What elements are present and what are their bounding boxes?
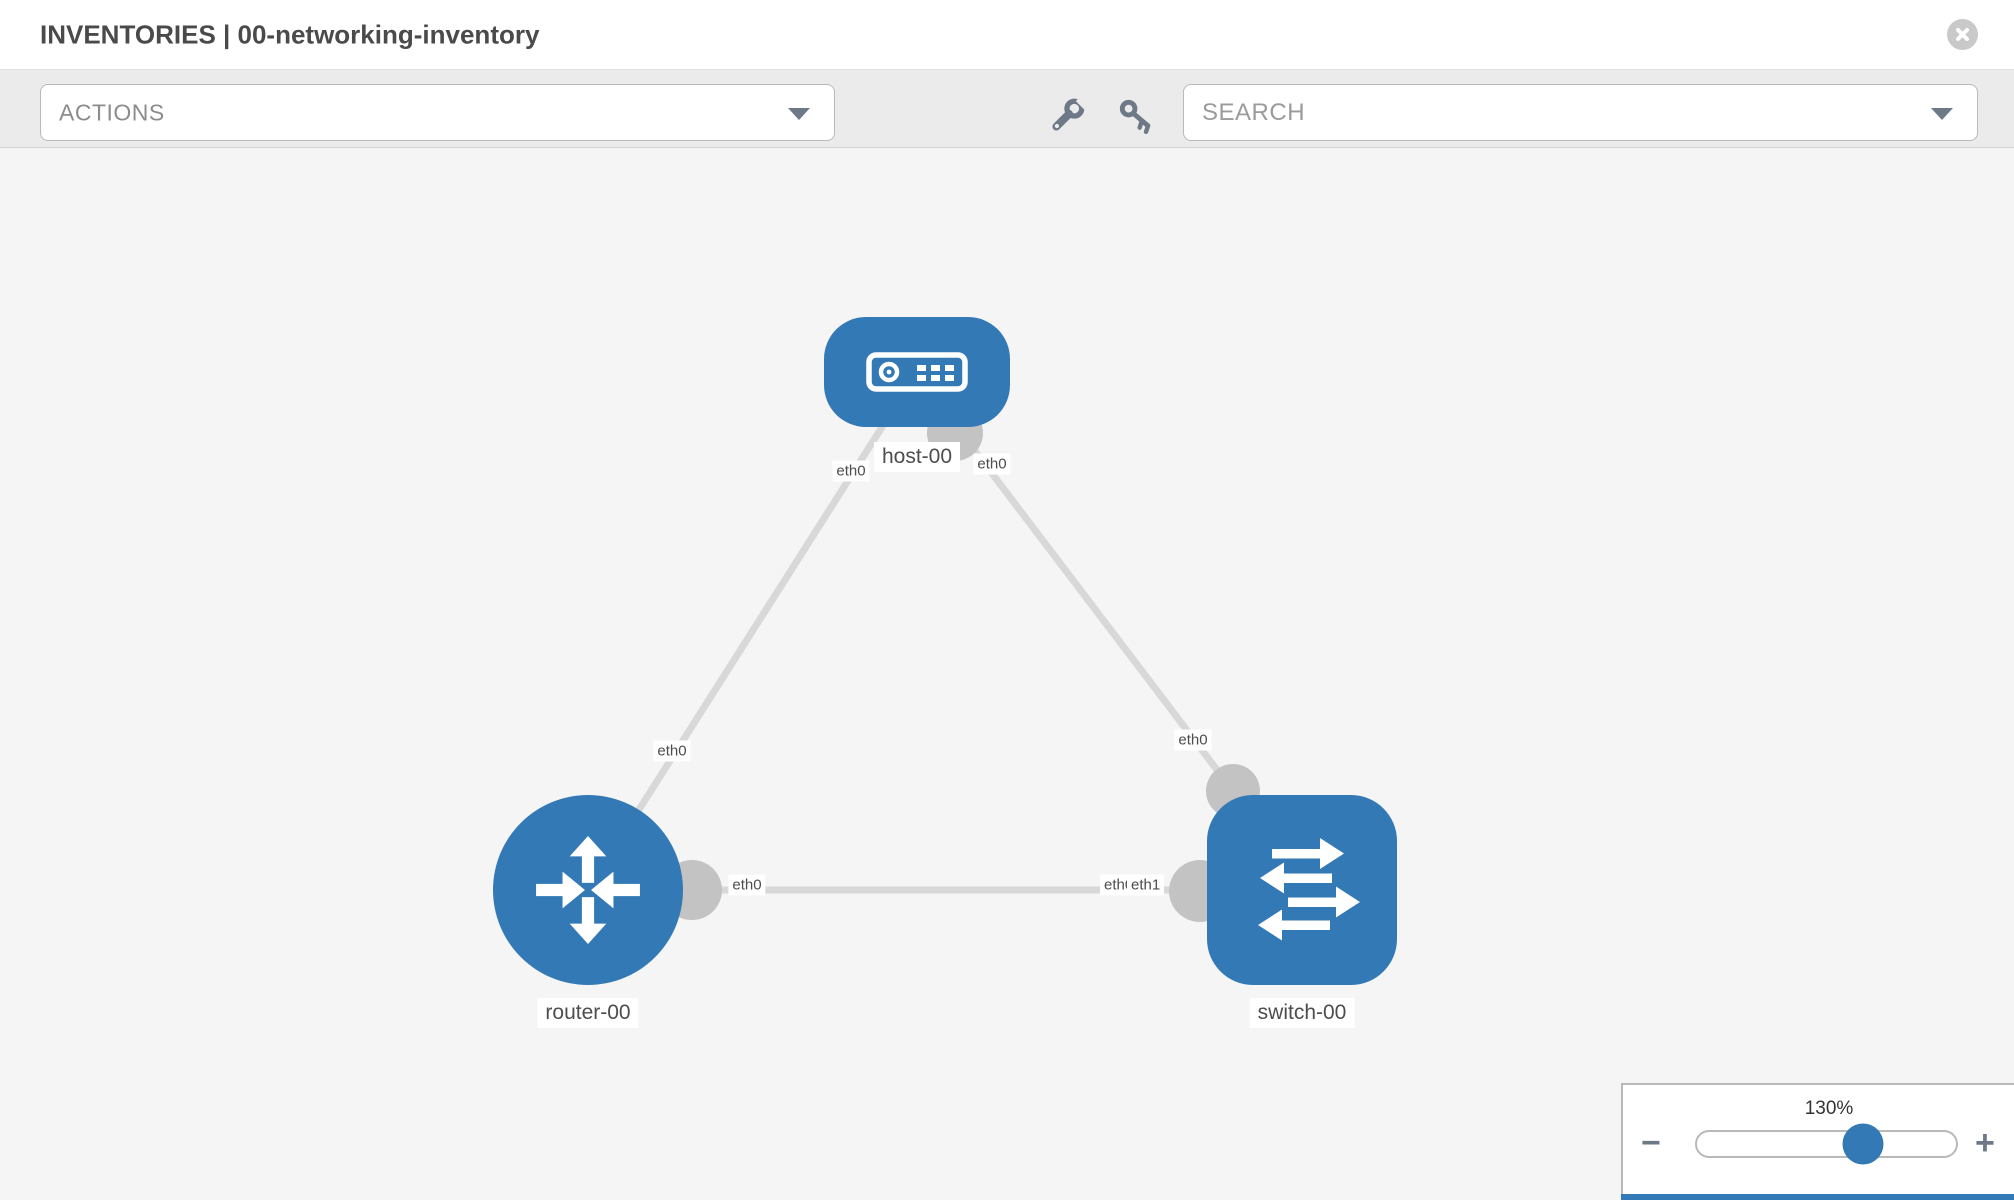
wrench-icon	[1052, 97, 1087, 131]
router-icon	[536, 836, 640, 944]
tools-button[interactable]	[1046, 94, 1090, 138]
chevron-down-icon[interactable]	[1931, 107, 1953, 120]
interface-label-host-eth0-right: eth0	[973, 453, 1011, 475]
search-dropdown	[1183, 84, 1978, 141]
interface-label-host-eth0-left: eth0	[832, 460, 870, 482]
zoom-in-button[interactable]: +	[1975, 1124, 1995, 1162]
node-router-00[interactable]	[493, 795, 683, 985]
switch-icon	[1258, 838, 1360, 941]
host-icon	[866, 352, 968, 392]
interface-label-switch-eth1: eth1	[1127, 874, 1165, 896]
close-button[interactable]	[1947, 19, 1978, 50]
page-title: INVENTORIES | 00-networking-inventory	[40, 19, 540, 49]
node-label-router: router-00	[537, 998, 639, 1028]
zoom-slider-track[interactable]	[1695, 1123, 1958, 1165]
node-host-00[interactable]	[824, 317, 1010, 427]
key-icon	[1119, 99, 1151, 135]
link-host-router[interactable]	[585, 370, 920, 892]
interface-label-switch-link-eth0: eth0	[1174, 729, 1212, 751]
interface-label-router-eth0: eth0	[728, 874, 766, 896]
close-icon	[1956, 28, 1969, 41]
actions-dropdown[interactable]: ACTIONS	[40, 84, 835, 141]
chevron-down-icon	[788, 107, 810, 120]
credentials-button[interactable]	[1114, 94, 1158, 138]
node-label-host: host-00	[873, 442, 961, 472]
search-input[interactable]	[1184, 85, 1977, 140]
zoom-slider-thumb[interactable]	[1842, 1123, 1884, 1165]
interface-label-router-link-eth0: eth0	[653, 740, 691, 762]
node-switch-00[interactable]	[1207, 795, 1397, 985]
zoom-level: 130%	[1804, 1098, 1854, 1119]
toolbar: ACTIONS	[0, 70, 2014, 148]
key-panel-bar[interactable]	[1621, 1194, 2014, 1200]
zoom-out-button[interactable]: −	[1641, 1124, 1661, 1162]
header: INVENTORIES | 00-networking-inventory	[0, 0, 2014, 70]
node-label-switch: switch-00	[1249, 998, 1355, 1028]
topology-canvas[interactable]: host-00 router-00 switch-00 eth0 eth0 et…	[0, 148, 2014, 1200]
actions-dropdown-label: ACTIONS	[59, 99, 165, 125]
zoom-widget: 130% − +	[1621, 1083, 2014, 1200]
